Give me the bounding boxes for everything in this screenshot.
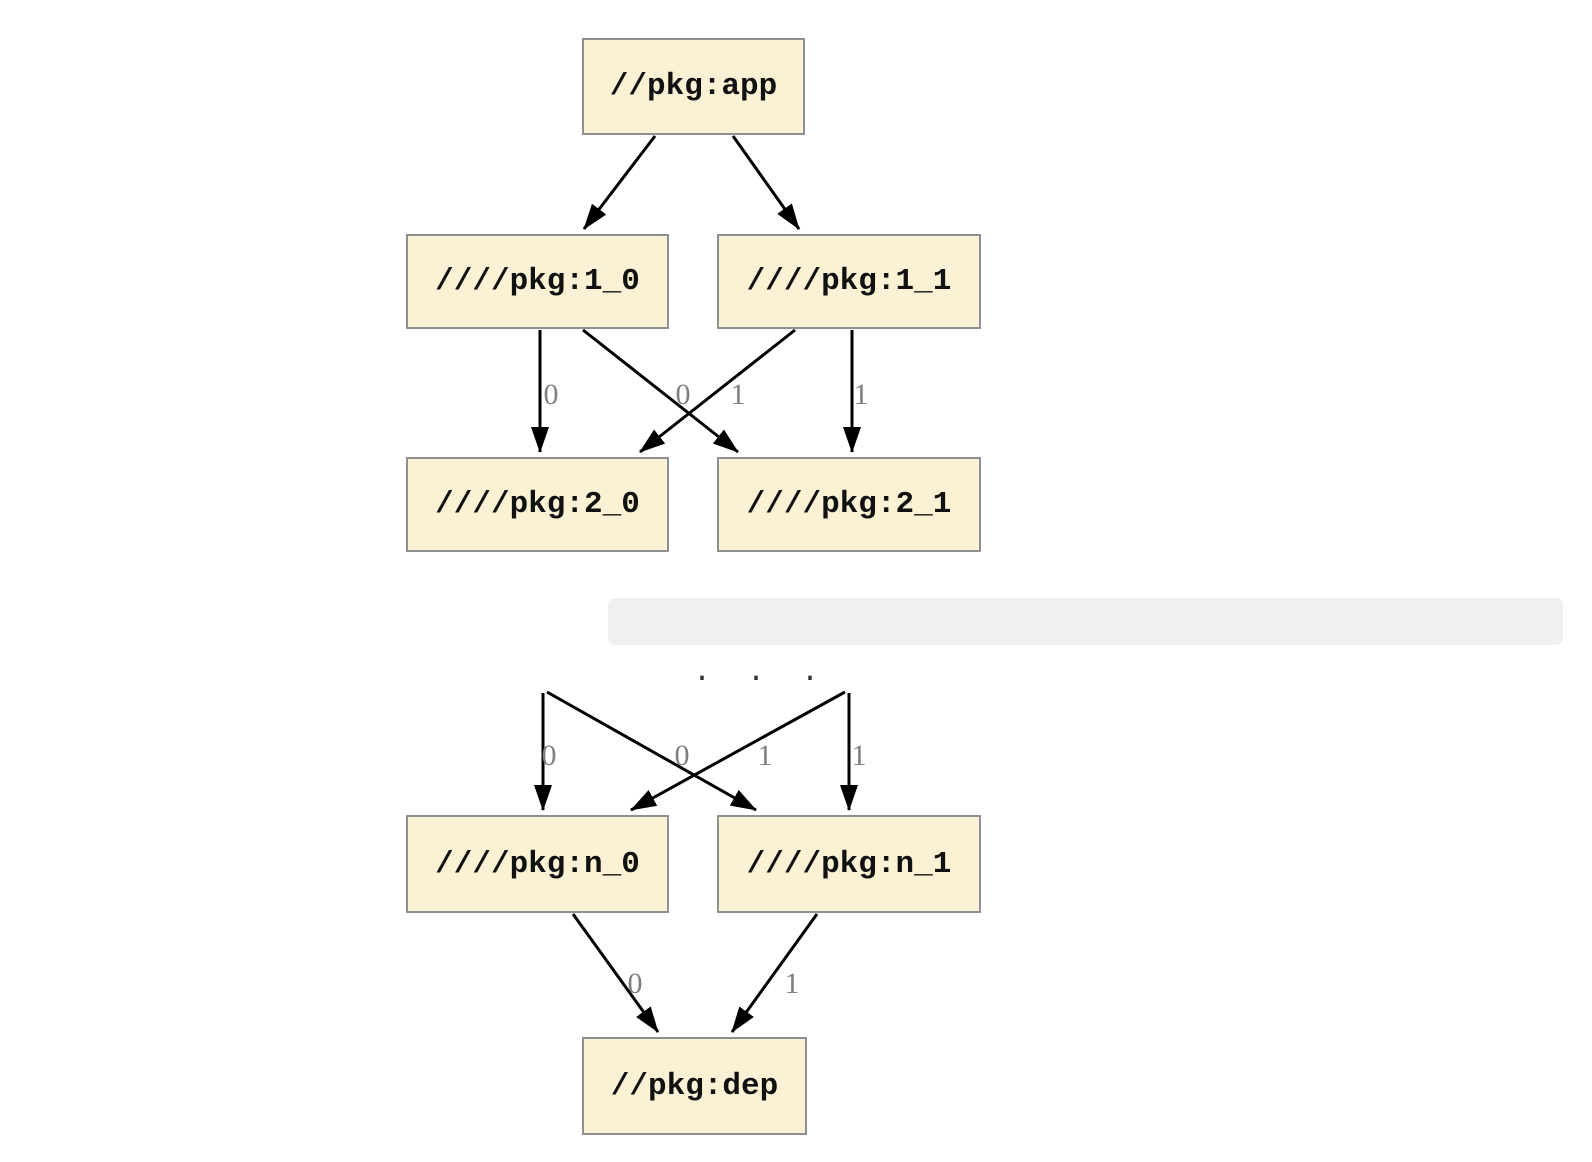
node-pkg-1-0: ////pkg:1_0: [406, 234, 669, 329]
edge-n-0-to-dep: [571, 913, 660, 1033]
node-pkg-app-label: //pkg:app: [609, 69, 778, 104]
ellipsis-text: . . .: [693, 656, 820, 690]
edge-label-to-n-1-mid: 1: [758, 739, 773, 772]
ellipsis-band: . . .: [608, 598, 1563, 690]
edge-n-1-to-dep: [730, 913, 819, 1033]
node-pkg-n-0-label: ////pkg:n_0: [435, 846, 640, 882]
edge-ellipsis-to-n-0-diagonal: [630, 690, 846, 812]
node-pkg-2-1: ////pkg:2_1: [717, 457, 981, 552]
edge-label-to-n-0-mid: 0: [675, 739, 690, 772]
node-pkg-2-0-label: ////pkg:2_0: [435, 487, 640, 522]
node-pkg-1-1-label: ////pkg:1_1: [746, 264, 952, 299]
node-pkg-dep: //pkg:dep: [582, 1037, 807, 1135]
edge-1-1-to-2-0: [639, 328, 796, 454]
edge-ellipsis-to-n-1-diagonal: [546, 690, 757, 812]
edge-app-to-1-0: [582, 135, 657, 230]
edge-label-1-0-to-2-0: 0: [544, 378, 559, 411]
node-pkg-dep-label: //pkg:dep: [610, 1068, 779, 1104]
node-pkg-n-0: ////pkg:n_0: [406, 815, 669, 913]
node-pkg-app: //pkg:app: [582, 38, 805, 135]
edge-label-1-1-to-2-0: 0: [676, 378, 691, 411]
node-pkg-2-0: ////pkg:2_0: [406, 457, 669, 552]
node-pkg-1-0-label: ////pkg:1_0: [435, 264, 640, 299]
edge-1-0-to-2-1: [582, 328, 739, 454]
edge-label-to-n-0-left: 0: [542, 739, 557, 772]
edge-label-1-0-to-2-1: 1: [731, 378, 746, 411]
node-pkg-1-1: ////pkg:1_1: [717, 234, 981, 329]
node-pkg-n-1-label: ////pkg:n_1: [746, 846, 952, 882]
edge-label-1-1-to-2-1: 1: [854, 378, 869, 411]
node-pkg-n-1: ////pkg:n_1: [717, 815, 981, 913]
edge-label-n-0-to-dep: 0: [628, 967, 643, 1000]
edge-label-to-n-1-right: 1: [852, 739, 867, 772]
node-pkg-2-1-label: ////pkg:2_1: [746, 487, 952, 522]
edge-app-to-1-1: [731, 135, 801, 230]
edge-label-n-1-to-dep: 1: [785, 967, 800, 1000]
